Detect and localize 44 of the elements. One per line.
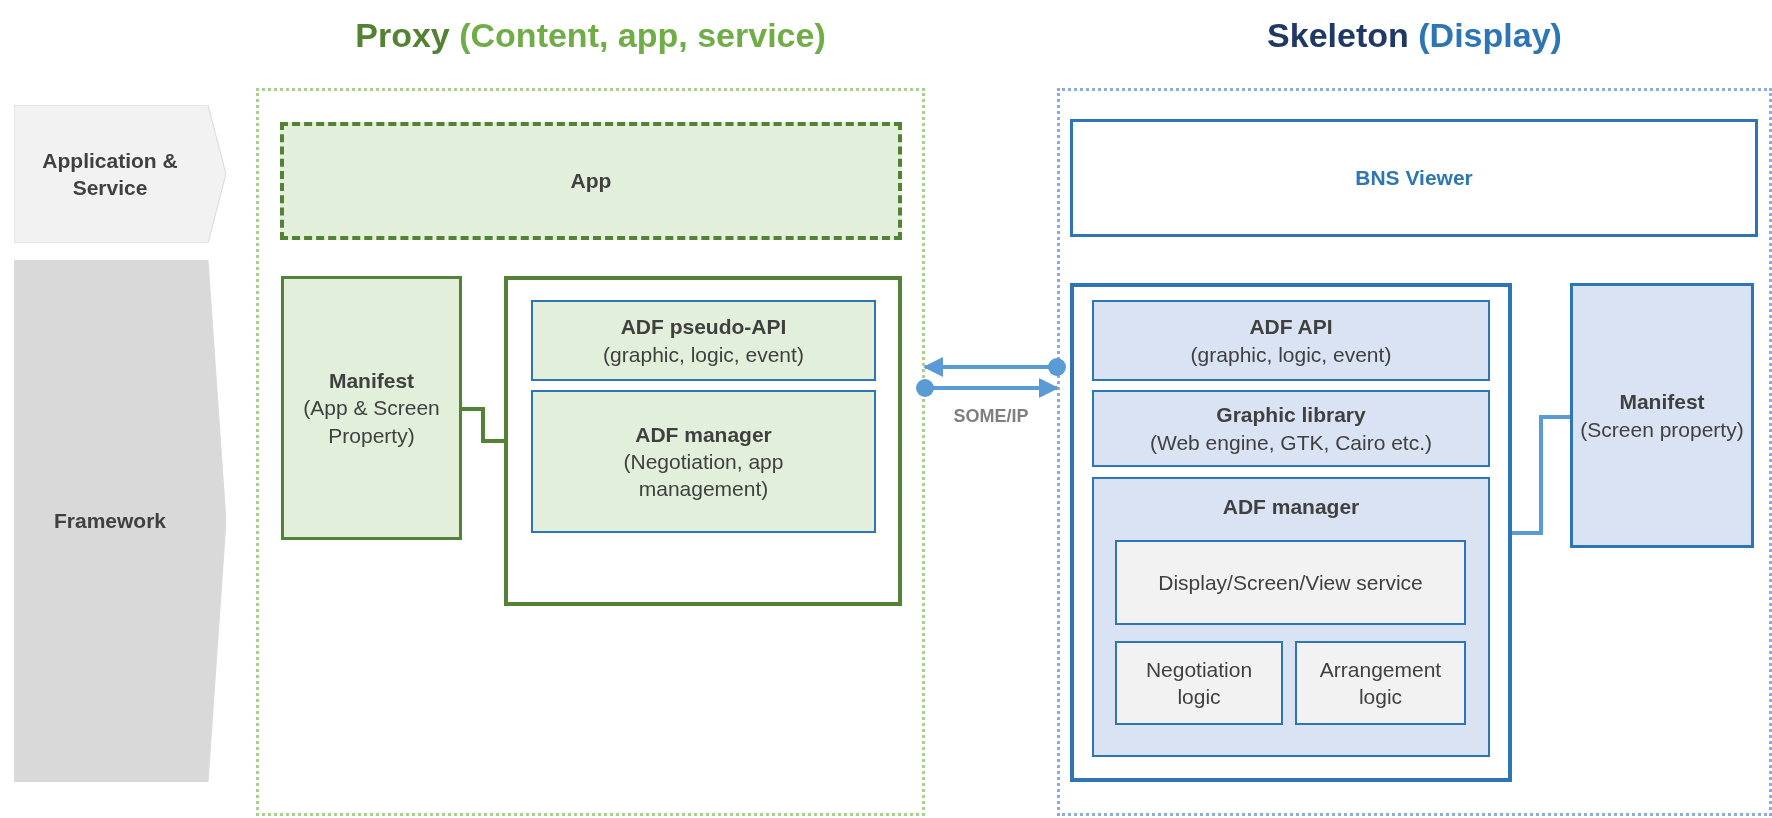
node-subtitle: (Web engine, GTK, Cairo etc.)	[1148, 429, 1434, 456]
heading-text: (Display)	[1417, 16, 1562, 54]
heading-text: Skeleton	[1267, 16, 1409, 54]
heading-text: Proxy	[355, 16, 450, 54]
group-box	[1070, 283, 1512, 782]
arrow	[923, 357, 1066, 377]
component-box	[1570, 283, 1754, 548]
viewer-box	[1070, 119, 1758, 237]
connector-line	[462, 407, 504, 443]
component-box	[531, 390, 876, 533]
node-label: Arrangement logic	[1318, 656, 1443, 710]
component-box	[1092, 390, 1490, 467]
node-title: Graphic library	[1215, 402, 1367, 429]
connector-line	[1512, 415, 1570, 535]
group-box	[504, 276, 902, 606]
chevron-shape	[14, 105, 226, 243]
node-title: ADF pseudo-API	[619, 314, 788, 341]
node-title: ADF API	[1248, 314, 1334, 341]
node-title: Manifest	[1618, 389, 1706, 416]
node-subtitle: (graphic, logic, event)	[602, 341, 805, 368]
heading-text: (Content, app, service)	[458, 16, 826, 54]
component-box	[1092, 300, 1490, 381]
node-label: Negotiation logic	[1144, 656, 1254, 710]
node-title: Manifest	[327, 368, 416, 395]
arrow	[916, 378, 1059, 398]
node-subtitle: (App & Screen Property)	[302, 395, 441, 449]
node-title: ADF manager	[634, 421, 773, 448]
component-box	[1295, 641, 1466, 725]
node-label: BNS Viewer	[1354, 165, 1474, 192]
node-label: Application & Service	[41, 147, 179, 201]
node-label: Framework	[52, 508, 167, 535]
component-box	[1092, 477, 1490, 757]
app-box	[280, 122, 902, 240]
node-subtitle: (Screen property)	[1579, 416, 1745, 443]
component-box	[1115, 641, 1283, 725]
node-label: App	[569, 168, 613, 195]
chevron-shape	[14, 260, 226, 782]
component-box	[281, 276, 462, 540]
node-label: Display/Screen/View service	[1157, 569, 1424, 596]
component-box	[1115, 540, 1466, 625]
node-subtitle: (Negotiation, app management)	[622, 448, 785, 503]
component-box	[531, 300, 876, 381]
node-subtitle: (graphic, logic, event)	[1189, 341, 1393, 368]
node-label: ADF manager	[1221, 494, 1361, 520]
